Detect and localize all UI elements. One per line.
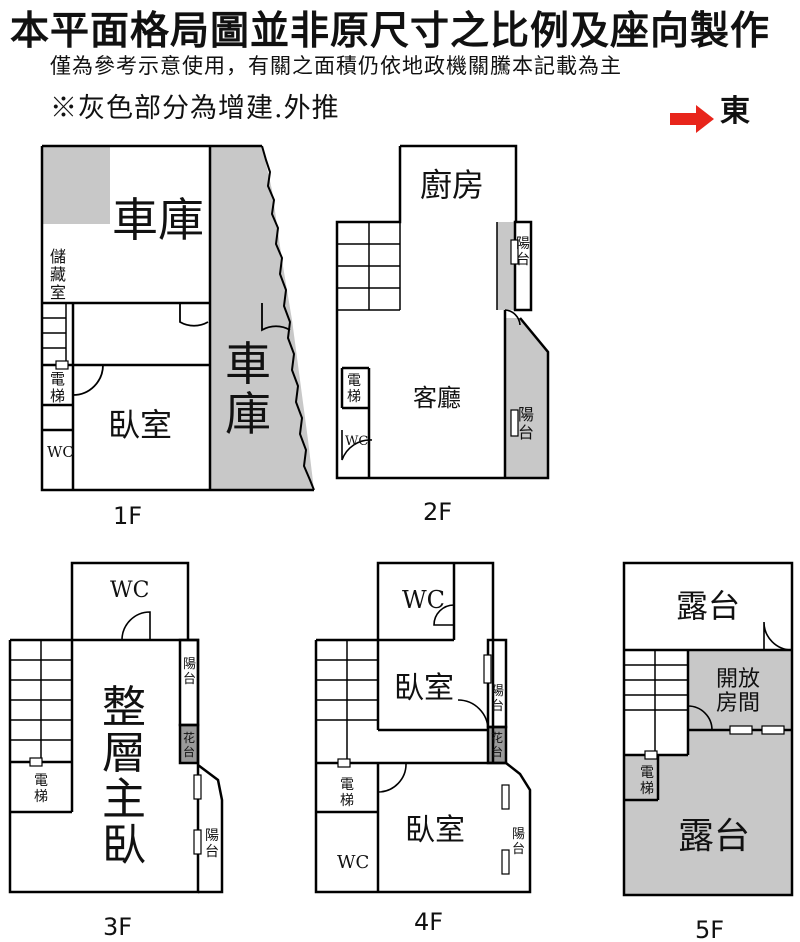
floor-label-3f: 3F (103, 913, 132, 941)
stairs (316, 640, 378, 763)
stairs (42, 303, 67, 365)
floor-label-5f: 5F (695, 916, 724, 942)
window (337, 758, 351, 768)
room-label-wc-2f: WC (345, 434, 368, 449)
door-swing (377, 762, 407, 793)
room-label-wc-3f: WC (110, 578, 149, 603)
garage-side-char-2: 庫 (225, 387, 271, 441)
room-label-bedroom-1f: 臥室 (108, 406, 172, 444)
window (729, 725, 753, 735)
door-swing (179, 303, 209, 327)
wall (400, 144, 518, 222)
gray-area-terrace (624, 730, 792, 895)
door-swing (457, 699, 489, 731)
window (501, 784, 510, 810)
gray-area (505, 318, 548, 478)
floor-4f (314, 561, 532, 894)
arrow-right-icon (670, 104, 714, 133)
room-label-open-room: 開放 房間 (716, 667, 767, 716)
small-balcony-frame (513, 220, 533, 312)
gray-area (42, 146, 110, 224)
room-label-balcony-3f: 陽 台 (183, 657, 200, 687)
gray-area-note: ※灰色部分為增建.外推 (50, 93, 340, 124)
wall (70, 561, 190, 640)
garage-side-char-1: 車 (225, 337, 271, 391)
room-label-living: 客廳 (413, 384, 461, 412)
flower-bed-frame (486, 725, 508, 765)
room-label-elevator-2f: 電 梯 (347, 373, 365, 405)
room-label-kitchen: 廚房 (420, 166, 484, 204)
east-indicator: 東 (670, 86, 778, 133)
east-label: 東 (720, 94, 750, 129)
room-label-master-3f: 整 層 主 臥 (102, 682, 160, 871)
room-label-terrace-5f: 露台 (678, 816, 750, 857)
room-label-wc-top-4f: WC (402, 586, 445, 614)
room-label-elevator-1f: 電 梯 (50, 370, 70, 405)
window (193, 829, 202, 855)
room-label-flower-3f: 花 台 (183, 730, 199, 759)
floor-3f (8, 561, 224, 894)
door-swing (763, 621, 793, 651)
flower-bed-frame (178, 723, 200, 765)
room-label-balcony-4f: 陽 台 (491, 684, 508, 714)
stairs (337, 222, 400, 311)
room-label-balcony-lower-4f: 陽 台 (512, 827, 529, 857)
room-label-balcony-2f: 陽 台 (518, 405, 539, 442)
floor-label-2f: 2F (423, 498, 452, 526)
door-swing (687, 705, 713, 731)
door-swing (72, 364, 104, 396)
disclaimer-subtitle: 僅為參考示意使用，有關之面積仍依地政機關騰本記載為主 (50, 54, 622, 78)
flower-bed-gray (180, 725, 198, 763)
gray-area-open-room (688, 650, 792, 730)
floor-1f (40, 144, 315, 492)
room-label-garage-side: 車 庫 (225, 337, 286, 441)
room-label-storage: 儲 藏 室 (50, 247, 71, 302)
floor-2f (335, 144, 550, 480)
room-label-elevator-3f: 電 梯 (34, 773, 52, 805)
window (483, 654, 492, 684)
room-label-terrace-top-5f: 露台 (676, 587, 740, 625)
stairs (624, 650, 688, 755)
room-label-wc-1f: WC (47, 443, 74, 461)
stairs (10, 640, 72, 762)
room-label-garage-top: 車庫 (112, 193, 204, 247)
wall (314, 640, 532, 894)
floor-label-4f: 4F (414, 908, 443, 936)
door-swing (504, 309, 521, 326)
room-label-elevator-5f: 電 梯 (640, 765, 658, 797)
room-label-flower-4f: 花 台 (491, 730, 507, 759)
gray-area (497, 222, 515, 310)
window (644, 750, 658, 760)
room-label-small-balcony: 陽 台 (516, 236, 534, 268)
jagged-boundary (261, 145, 315, 491)
room-label-bedroom-top-4f: 臥室 (394, 671, 454, 706)
room-label-balcony-lower-3f: 陽 台 (205, 828, 223, 860)
disclaimer-title: 本平面格局圖並非原尺寸之比例及座向製作 (10, 9, 771, 54)
wall (197, 764, 224, 894)
door-swing (121, 611, 151, 641)
floor-5f (622, 561, 794, 897)
door-swing (261, 303, 291, 332)
room-label-wc-4f: WC (337, 852, 369, 873)
window (510, 239, 519, 265)
window (761, 725, 785, 735)
wall (40, 146, 314, 492)
window (510, 409, 519, 437)
wall (376, 561, 495, 763)
window (55, 360, 69, 370)
floor-label-1f: 1F (113, 502, 142, 530)
window (193, 774, 202, 800)
door-swing (433, 604, 455, 626)
door-swing (341, 430, 373, 461)
window (501, 849, 510, 875)
room-label-bedroom-4f: 臥室 (405, 813, 465, 848)
window (29, 757, 43, 767)
room-label-elevator-4f: 電 梯 (340, 777, 358, 809)
